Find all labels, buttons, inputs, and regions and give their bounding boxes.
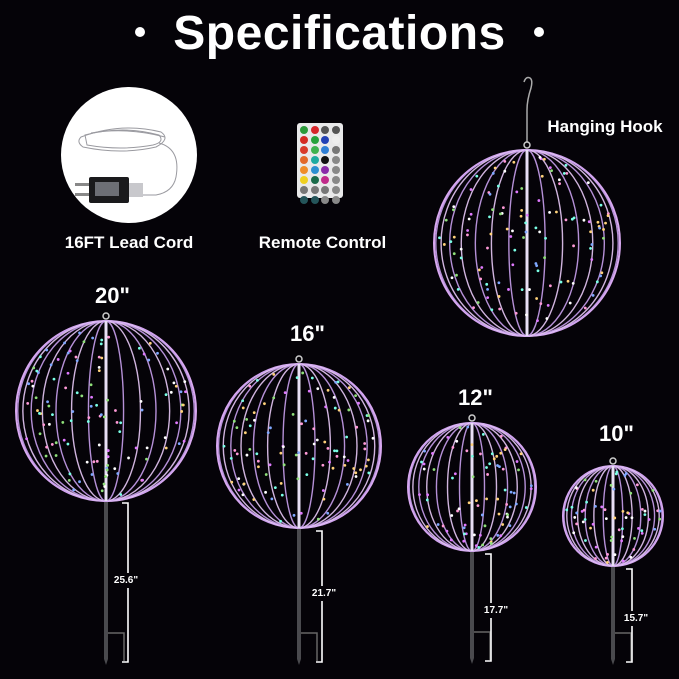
size-label-12: 12" <box>458 385 493 410</box>
remote-button-icon <box>300 126 309 134</box>
remote-button-icon <box>300 176 309 184</box>
title-text: Specifications <box>173 7 506 60</box>
stake-length-20: 25.6" <box>110 573 142 588</box>
size-label-20: 20" <box>95 283 130 308</box>
remote-button-icon <box>321 166 330 174</box>
size-label-10: 10" <box>599 421 634 446</box>
bullet-dot-icon <box>533 27 544 38</box>
remote-button-icon <box>310 166 319 174</box>
remote-button-icon <box>310 136 319 144</box>
hanging-hook-label: Hanging Hook <box>547 117 663 136</box>
remote-button-icon <box>321 196 330 204</box>
remote-button-icon <box>300 166 309 174</box>
remote-button-icon <box>300 156 309 164</box>
remote-button-icon <box>321 186 330 194</box>
power-adapter-cord-icon <box>61 87 197 223</box>
remote-button-icon <box>310 146 319 154</box>
page-title: Specifications <box>0 6 679 61</box>
remote-button-icon <box>321 126 330 134</box>
remote-button-icon <box>331 136 340 144</box>
remote-button-icon <box>310 186 319 194</box>
remote-button-icon <box>331 126 340 134</box>
remote-button-icon <box>310 176 319 184</box>
stake-length-12: 17.7" <box>480 603 512 618</box>
remote-button-icon <box>310 156 319 164</box>
remote-button-icon <box>300 146 309 154</box>
stake-length-16: 21.7" <box>308 586 340 601</box>
remote-button-icon <box>331 146 340 154</box>
remote-control-icon <box>297 123 343 204</box>
remote-button-icon <box>331 166 340 174</box>
stake-length-10: 15.7" <box>620 611 652 626</box>
remote-button-icon <box>331 186 340 194</box>
remote-button-icon <box>300 186 309 194</box>
remote-button-icon <box>331 176 340 184</box>
remote-button-icon <box>300 196 309 204</box>
size-label-16: 16" <box>290 321 325 346</box>
remote-button-icon <box>321 176 330 184</box>
remote-button-icon <box>321 156 330 164</box>
remote-button-icon <box>310 126 319 134</box>
remote-button-icon <box>331 196 340 204</box>
lead-cord-label: 16FT Lead Cord <box>64 233 194 252</box>
remote-button-icon <box>321 136 330 144</box>
bullet-dot-icon <box>135 27 146 38</box>
remote-button-icon <box>331 156 340 164</box>
remote-button-icon <box>300 136 309 144</box>
remote-control-label: Remote Control <box>258 233 387 252</box>
remote-button-icon <box>321 146 330 154</box>
remote-button-icon <box>310 196 319 204</box>
